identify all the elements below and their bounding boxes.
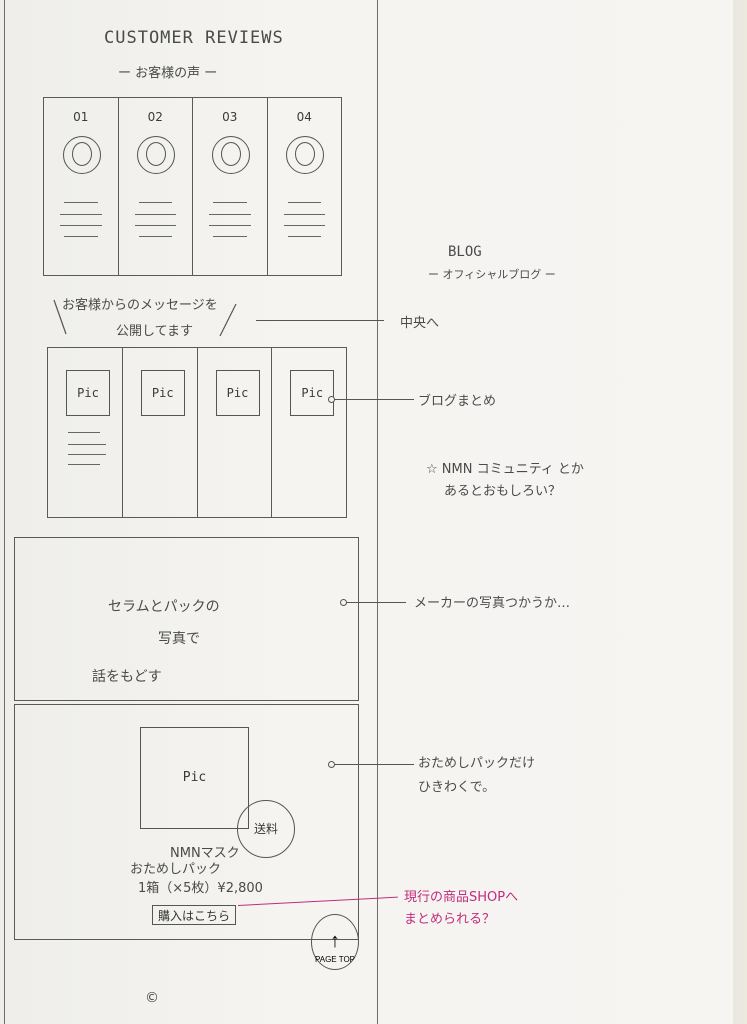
product-subtitle: おためしパック [130, 862, 222, 877]
annotation-maker: メーカーの写真つかうか… [414, 596, 571, 611]
product-section [14, 704, 359, 940]
reviews-message-2: 公開してます [116, 324, 193, 339]
paper-edge [733, 0, 747, 1024]
review-number: 03 [222, 110, 238, 124]
serum-section [14, 537, 359, 701]
blog-card[interactable]: Pic [123, 348, 198, 517]
reviews-grid: 01 02 03 04 [43, 97, 342, 276]
shipping-badge: 送料 [237, 800, 295, 858]
review-card[interactable]: 02 [119, 98, 193, 275]
connector-line [334, 764, 414, 765]
blog-title: BLOG [448, 244, 482, 260]
blog-card[interactable]: Pic [198, 348, 273, 517]
blog-card[interactable]: Pic [48, 348, 123, 517]
blog-subtitle: ー オフィシャルブログ ー [428, 268, 556, 281]
review-card[interactable]: 04 [268, 98, 342, 275]
image-placeholder: Pic [290, 370, 335, 416]
product-name: NMNマスク [170, 846, 240, 861]
copyright: © [145, 990, 159, 1006]
reviews-subtitle: ー お客様の声 ー [118, 66, 218, 81]
annotation-blog-embed: ブログまとめ [418, 394, 497, 409]
annotation-center: 中央へ [400, 316, 440, 331]
image-placeholder: Pic [215, 370, 260, 416]
arrow-up-icon: ↑ [330, 929, 340, 952]
image-placeholder: Pic [140, 370, 185, 416]
avatar-icon [286, 136, 325, 174]
review-card[interactable]: 03 [193, 98, 268, 275]
blog-card[interactable]: Pic [272, 348, 346, 517]
annotation-community: ☆ NMN コミュニティ とか [426, 462, 584, 477]
avatar-icon [62, 136, 101, 174]
reviews-title: CUSTOMER REVIEWS [104, 28, 284, 48]
annotation-shop-2: まとめられる？ [404, 912, 496, 927]
product-image-placeholder: Pic [140, 727, 249, 829]
review-number: 04 [296, 110, 312, 124]
avatar-icon [211, 136, 250, 174]
connector-line [346, 602, 406, 603]
review-number: 01 [73, 110, 89, 124]
annotation-community-2: あるとおもしろい？ [444, 484, 562, 499]
avatar-icon [137, 136, 176, 174]
review-number: 02 [147, 110, 163, 124]
annotation-trial: おためしパックだけ [418, 756, 536, 771]
serum-text-3: 話をもどす [92, 669, 162, 685]
wireframe-column [4, 0, 378, 1024]
buy-button[interactable]: 購入はこちら [152, 905, 236, 925]
serum-text: セラムとパックの [108, 599, 220, 615]
reviews-message: お客様からのメッセージを [62, 298, 218, 313]
bracket-strokes [53, 299, 237, 337]
page-top-button[interactable]: ↑ PAGE TOP [311, 914, 359, 970]
connector-line [256, 320, 384, 321]
page-top-label: PAGE TOP [314, 954, 355, 964]
serum-text-2: 写真で [158, 631, 200, 647]
review-card[interactable]: 01 [44, 98, 119, 275]
image-placeholder: Pic [66, 370, 110, 416]
blog-grid: Pic Pic Pic Pic [47, 347, 347, 518]
product-price: 1箱（×5枚）¥2,800 [138, 881, 263, 896]
connector-line [334, 399, 414, 400]
annotation-shop: 現行の商品SHOPへ [404, 890, 519, 905]
annotation-trial-2: ひきわくで。 [418, 780, 496, 795]
